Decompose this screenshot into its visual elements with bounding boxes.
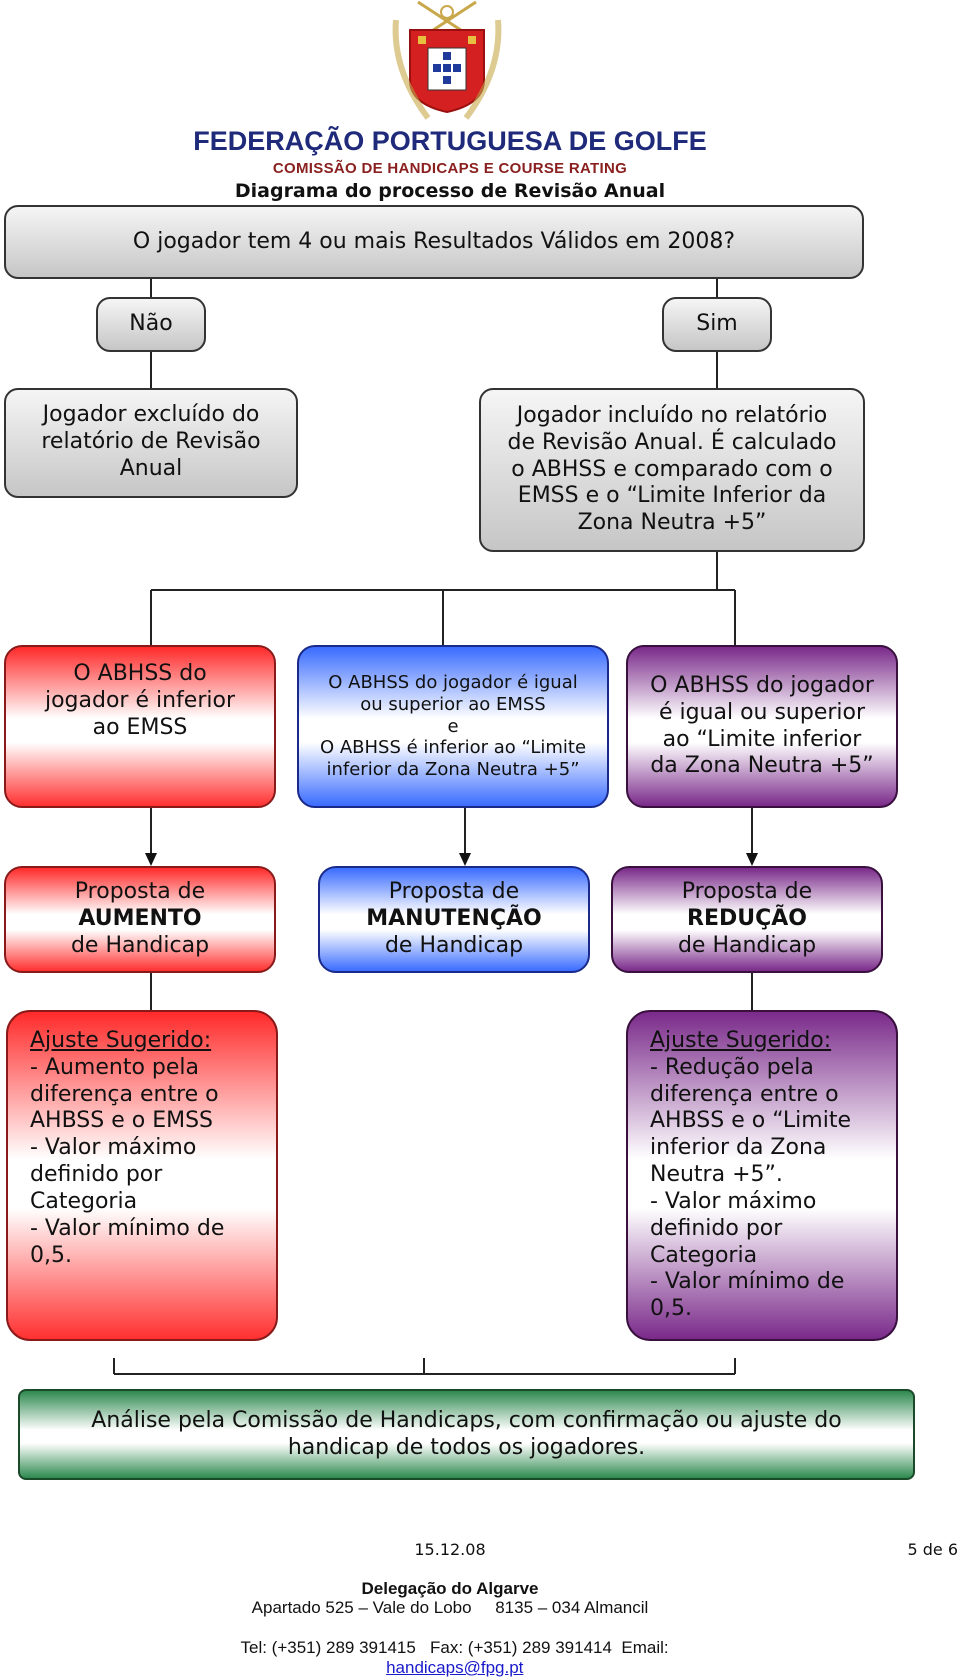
final-analysis-box: Análise pela Comissão de Handicaps, com … <box>18 1389 915 1480</box>
org-name: FEDERAÇÃO PORTUGUESA DE GOLFE <box>193 126 707 156</box>
footer-page: 5 de 6 <box>907 1540 958 1559</box>
proposal-maintain-pre: Proposta de <box>388 879 520 905</box>
footer-contact: Tel: (+351) 289 391415 Fax: (+351) 289 3… <box>240 1638 669 1657</box>
footer-email-link[interactable]: handicaps@fpg.pt <box>386 1658 524 1677</box>
proposal-maintain-key: MANUTENÇÃO <box>366 906 542 932</box>
adjustment-reduce-line-2: - Valor máximo definido por Categoria <box>650 1188 817 1268</box>
proposal-reduce-box: Proposta de REDUÇÃO de Handicap <box>611 866 883 973</box>
included-text: Jogador incluído no relatório de Revisão… <box>507 402 837 536</box>
included-box: Jogador incluído no relatório de Revisão… <box>479 388 865 552</box>
crest-icon <box>392 0 502 120</box>
adjustment-increase-line-1: - Aumento pela diferença entre o AHBSS e… <box>30 1054 219 1134</box>
footer-contact-line: Tel: (+351) 289 391415 Fax: (+351) 289 3… <box>0 1618 900 1678</box>
proposal-maintain-post: de Handicap <box>384 932 524 958</box>
committee-name: COMISSÃO DE HANDICAPS E COURSE RATING <box>272 160 628 177</box>
proposal-reduce-post: de Handicap <box>677 932 817 958</box>
no-box: Não <box>96 297 206 352</box>
yes-label: Sim <box>696 311 738 337</box>
condition-superior-box: O ABHSS do jogador é igual ou superior a… <box>626 645 898 808</box>
footer-office: Delegação do Algarve <box>361 1579 539 1598</box>
adjustment-reduce-title: Ajuste Sugerido: <box>650 1028 832 1053</box>
adjustment-increase-title: Ajuste Sugerido: <box>30 1028 212 1053</box>
condition-maintain-box: O ABHSS do jogador é igual ou superior a… <box>297 645 609 808</box>
proposal-increase-box: Proposta de AUMENTO de Handicap <box>4 866 276 973</box>
condition-maintain-line-3: O ABHSS é inferior ao “Limite inferior d… <box>319 737 587 781</box>
footer-address: Apartado 525 – Vale do Lobo 8135 – 034 A… <box>251 1598 649 1617</box>
adjustment-reduce-box: Ajuste Sugerido: - Redução pela diferenç… <box>626 1010 898 1341</box>
adjustment-increase-box: Ajuste Sugerido: - Aumento pela diferenç… <box>6 1010 278 1341</box>
question-box: O jogador tem 4 ou mais Resultados Válid… <box>4 205 864 279</box>
proposal-maintain-box: Proposta de MANUTENÇÃO de Handicap <box>318 866 590 973</box>
adjustment-increase-line-3: - Valor mínimo de 0,5. <box>30 1215 225 1268</box>
proposal-reduce-pre: Proposta de <box>681 879 813 905</box>
question-text: O jogador tem 4 ou mais Resultados Válid… <box>132 228 736 254</box>
connector-lines <box>113 278 758 1375</box>
yes-box: Sim <box>662 297 772 352</box>
adjustment-increase-line-2: - Valor máximo definido por Categoria <box>30 1135 197 1214</box>
condition-inferior-box: O ABHSS do jogador é inferior ao EMSS <box>4 645 276 808</box>
proposal-increase-post: de Handicap <box>70 932 210 958</box>
proposal-reduce-key: REDUÇÃO <box>687 906 807 932</box>
footer-date: 15.12.08 <box>414 1540 486 1559</box>
condition-maintain-line-2: e <box>447 715 459 737</box>
proposal-increase-key: AUMENTO <box>78 906 202 932</box>
no-label: Não <box>129 311 173 337</box>
fpg-logo <box>388 0 506 124</box>
proposal-increase-pre: Proposta de <box>74 879 206 905</box>
excluded-text: Jogador excluído do relatório de Revisão… <box>41 402 261 481</box>
final-analysis-text: Análise pela Comissão de Handicaps, com … <box>91 1407 842 1460</box>
condition-superior-text: O ABHSS do jogador é igual ou superior a… <box>650 672 874 779</box>
adjustment-reduce-line-3: - Valor mínimo de 0,5. <box>650 1269 845 1322</box>
condition-maintain-line-1: O ABHSS do jogador é igual ou superior a… <box>328 671 578 715</box>
excluded-box: Jogador excluído do relatório de Revisão… <box>4 388 298 498</box>
page-title: Diagrama do processo de Revisão Anual <box>234 180 666 202</box>
adjustment-reduce-line-1: - Redução pela diferença entre o AHBSS e… <box>650 1054 851 1188</box>
condition-inferior-text: O ABHSS do jogador é inferior ao EMSS <box>44 661 235 740</box>
